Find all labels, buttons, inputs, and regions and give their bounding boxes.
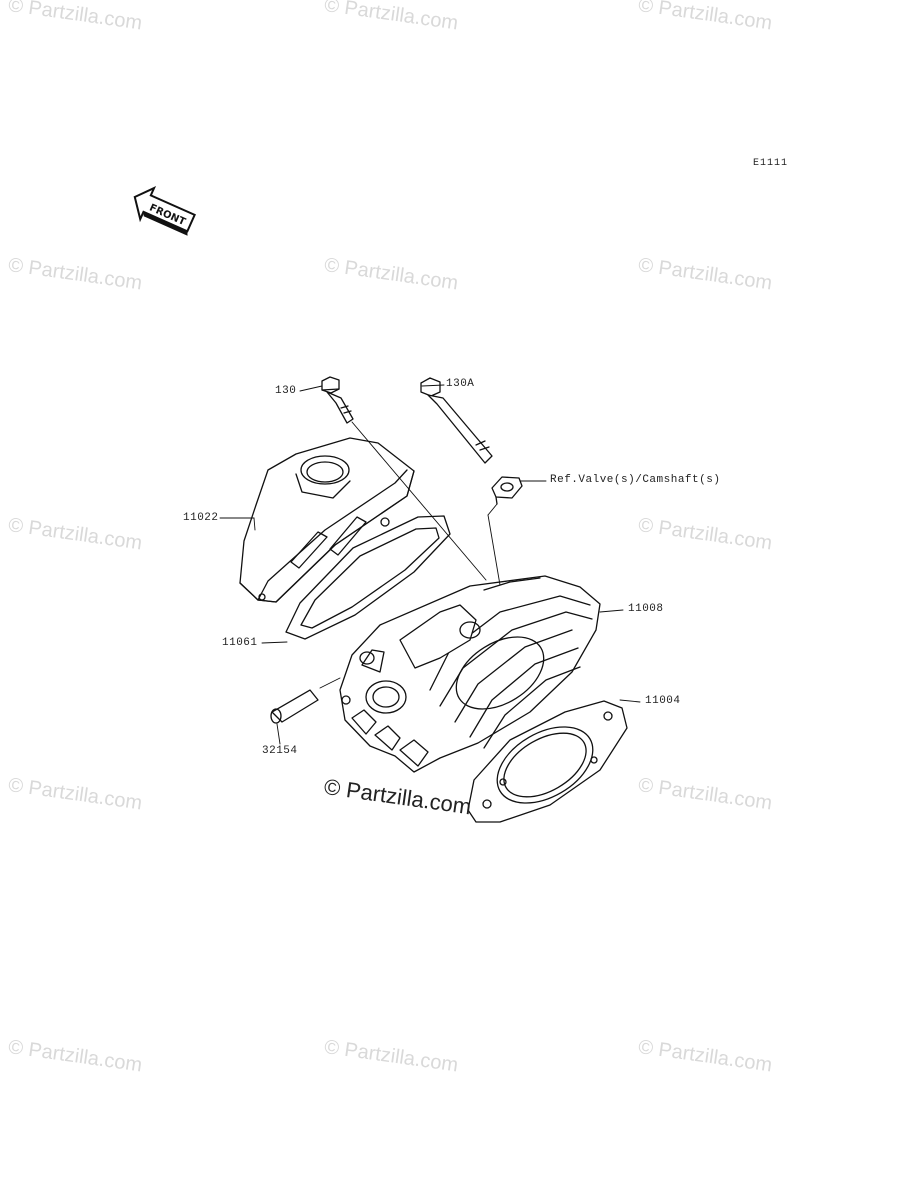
callout-ref-valve-camshaft: Ref.Valve(s)/Camshaft(s)	[550, 474, 721, 486]
callout-32154: 32154	[262, 745, 298, 757]
dowel-32154	[270, 689, 319, 724]
callout-130a: 130A	[446, 378, 475, 390]
bolt-130a	[420, 377, 493, 464]
assembly-lines	[319, 421, 501, 689]
bolt-130	[321, 376, 354, 424]
diagram-code: E1111	[753, 158, 789, 169]
front-arrow-icon: FRONT	[133, 186, 196, 236]
valve-cover-11022	[239, 437, 415, 603]
head-gasket-11004	[467, 700, 628, 823]
callout-11008: 11008	[628, 603, 664, 615]
callout-130: 130	[275, 385, 297, 397]
leader-lines	[219, 384, 641, 745]
callout-11022: 11022	[183, 512, 219, 524]
gasket-11061	[285, 515, 451, 640]
ref-washer	[491, 476, 523, 505]
callout-11061: 11061	[222, 637, 258, 649]
cylinder-head-11008	[339, 575, 601, 773]
callout-11004: 11004	[645, 695, 681, 707]
